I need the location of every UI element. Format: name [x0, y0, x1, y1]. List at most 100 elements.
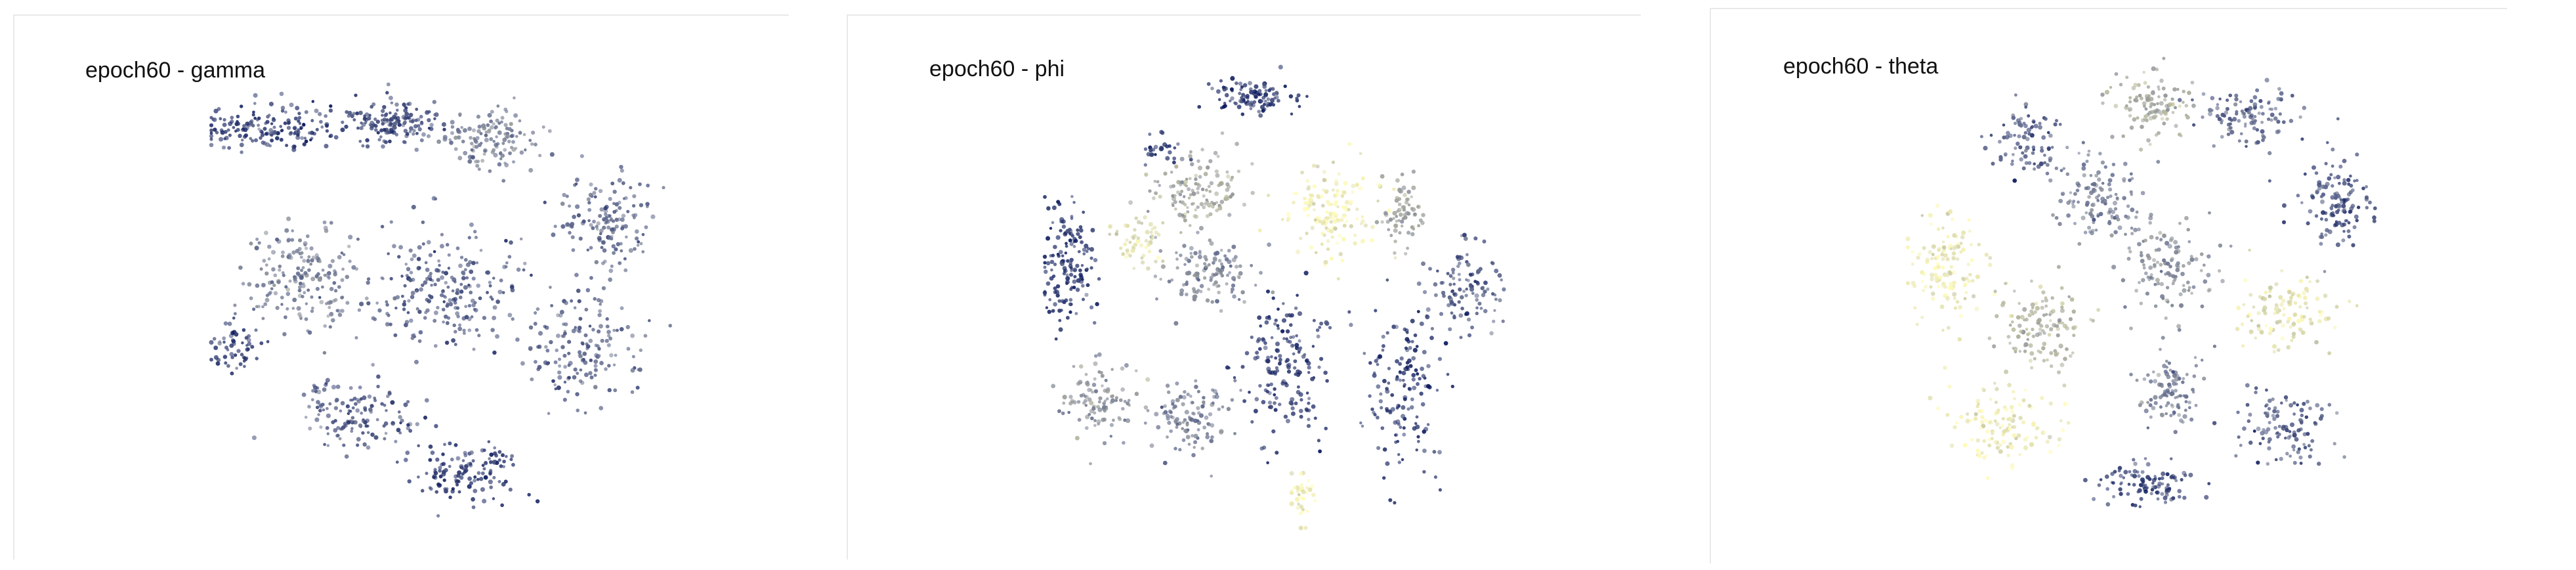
scatter-point [503, 162, 507, 165]
scatter-point [2212, 144, 2216, 148]
scatter-point [475, 261, 479, 265]
scatter-point [1293, 366, 1297, 370]
scatter-point [406, 116, 410, 120]
scatter-point [1075, 288, 1080, 292]
scatter-point [311, 306, 314, 310]
scatter-point [2153, 395, 2158, 400]
scatter-point [1470, 325, 1474, 330]
scatter-point [2151, 276, 2155, 280]
scatter-point [1271, 429, 1276, 434]
scatter-point [2290, 338, 2294, 343]
scatter-point [1082, 252, 1086, 255]
scatter-point [2348, 299, 2352, 303]
scatter-point [1930, 276, 1934, 282]
scatter-point [1397, 219, 1401, 223]
scatter-point [427, 299, 431, 303]
scatter-point [1298, 339, 1301, 343]
scatter-point [426, 134, 431, 139]
scatter-point [2053, 349, 2058, 353]
scatter-point [2033, 167, 2037, 171]
scatter-point [222, 336, 226, 341]
scatter-point [239, 104, 243, 108]
scatter-point [1097, 277, 1101, 281]
scatter-point [572, 375, 577, 380]
scatter-point [2021, 398, 2026, 403]
scatter-point [1349, 224, 1353, 229]
scatter-point [1190, 255, 1194, 259]
scatter-point [1109, 435, 1113, 438]
scatter-point [425, 267, 430, 273]
scatter-point [370, 104, 374, 109]
scatter-point [500, 116, 505, 120]
scatter-point [2217, 269, 2222, 273]
scatter-point [1342, 223, 1347, 228]
scatter-point [1277, 307, 1280, 311]
scatter-point [1284, 382, 1288, 385]
scatter-point [1168, 150, 1172, 155]
scatter-point [2049, 351, 2054, 355]
scatter-point [2171, 370, 2175, 374]
scatter-point [2150, 488, 2155, 492]
scatter-point [2012, 425, 2017, 429]
scatter-point [1275, 348, 1280, 353]
scatter-point [1930, 291, 1935, 296]
scatter-point [1128, 200, 1133, 205]
scatter-point [2281, 298, 2286, 303]
scatter-point [518, 119, 522, 123]
scatter-point [429, 295, 434, 299]
scatter-point [2315, 189, 2320, 194]
scatter-point [335, 384, 341, 389]
scatter-point [553, 383, 557, 387]
scatter-point [1376, 183, 1382, 188]
scatter-point [2159, 263, 2163, 267]
scatter-point [489, 460, 493, 464]
scatter-point [1061, 224, 1066, 229]
scatter-point [2096, 199, 2100, 202]
scatter-point [2174, 377, 2179, 382]
scatter-point [334, 271, 337, 274]
scatter-point [358, 423, 363, 428]
scatter-point [1181, 402, 1185, 406]
scatter-point [1404, 346, 1408, 350]
scatter-point [2182, 264, 2185, 268]
scatter-point [2004, 369, 2009, 374]
chart-title: epoch60 - gamma [85, 58, 266, 83]
scatter-point [2166, 382, 2172, 387]
scatter-point [490, 150, 495, 154]
scatter-point [1263, 388, 1268, 393]
scatter-point [1065, 315, 1070, 320]
scatter-point [1301, 496, 1305, 501]
scatter-point [1925, 257, 1930, 262]
scatter-point [1123, 242, 1128, 247]
scatter-point [2001, 416, 2006, 421]
scatter-point [228, 121, 233, 126]
scatter-point [1342, 190, 1347, 195]
scatter-point [639, 348, 643, 352]
scatter-point [2174, 479, 2178, 483]
scatter-point [2243, 112, 2246, 116]
scatter-point [484, 133, 488, 138]
scatter-point [2104, 89, 2109, 95]
scatter-point [1194, 177, 1198, 181]
scatter-point [1381, 334, 1385, 339]
scatter-point [557, 375, 562, 380]
scatter-point [467, 236, 471, 240]
scatter-point [326, 314, 330, 318]
scatter-point [2031, 151, 2035, 155]
scatter-point [1407, 387, 1411, 391]
scatter-point [2232, 117, 2237, 121]
scatter-point [1343, 181, 1348, 186]
scatter-point [1426, 364, 1431, 368]
scatter-point [340, 278, 345, 282]
scatter-point [1175, 397, 1180, 403]
scatter-point [257, 127, 261, 131]
scatter-point [1254, 397, 1259, 402]
scatter-point [1955, 299, 1960, 304]
scatter-point [2168, 102, 2173, 107]
scatter-point [1952, 232, 1957, 238]
scatter-point [1187, 187, 1191, 191]
scatter-point [1210, 423, 1215, 428]
scatter-point [1274, 396, 1278, 400]
scatter-point [1416, 372, 1420, 376]
scatter-point [328, 402, 332, 406]
